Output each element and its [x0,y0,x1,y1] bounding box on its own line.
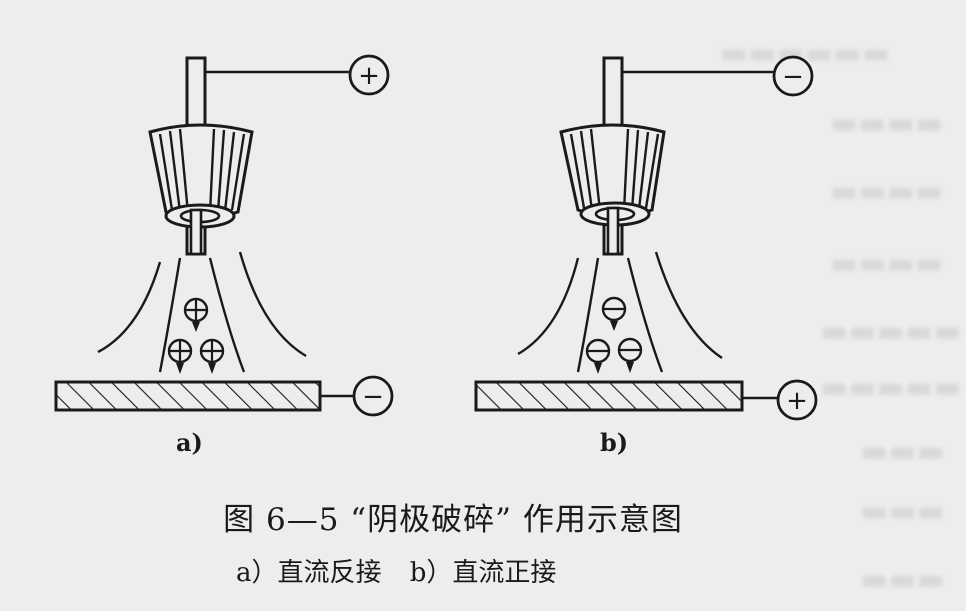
gas-flow-lines-b [517,251,723,373]
diagram-a-label: a) [176,428,203,457]
electrode-sign-b: − [782,62,804,92]
ion-particle [601,296,627,331]
gas-flow-lines-a [97,251,307,373]
ion-particle [617,337,643,373]
diagram-b-label: b) [600,428,629,457]
ion-particle [183,297,209,332]
diagram-b: − [474,55,818,421]
electrode-tip-b [606,206,620,256]
figure-caption-title: 图 6—5 “阴极破碎” 作用示意图 [223,502,683,538]
ion-particles-b [585,296,643,374]
ion-particle [167,338,193,374]
diagram-a: + [54,54,394,417]
electrode-terminal-b [772,55,814,97]
ion-particle [199,338,225,374]
workpiece-a [54,380,322,412]
caption-sub-b: b）直流正接 [409,558,557,588]
workpiece-terminal-b [776,379,818,421]
workpiece-terminal-a [352,375,394,417]
nozzle-ribs-a [158,128,246,214]
electrode-sign-a: + [358,61,380,91]
workpiece-sign-b: + [786,386,808,416]
figure-caption-subtitle: a）直流反接 b）直流正接 [236,552,576,589]
workpiece-sign-a: − [362,382,384,412]
ion-particle [585,338,611,374]
electrode-tip-a [189,208,203,256]
electrode-terminal-a [348,54,390,96]
nozzle-ribs-b [569,128,660,212]
ion-particles-a [167,297,225,374]
workpiece-b [474,380,744,412]
caption-sub-a: a）直流反接 [236,558,382,588]
